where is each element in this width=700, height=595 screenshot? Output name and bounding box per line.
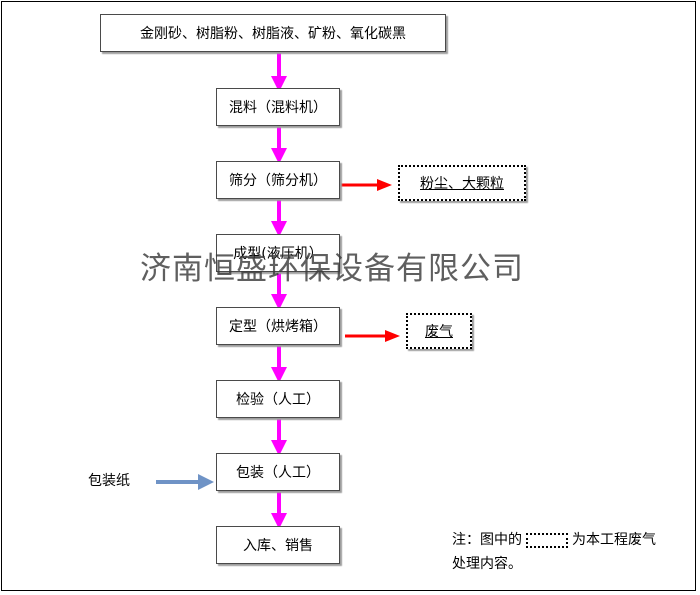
mixing-box: 混料（混料机） bbox=[216, 88, 340, 126]
screening-box: 筛分（筛分机） bbox=[216, 161, 340, 199]
legend-note-suffix: 为本工程废气 bbox=[572, 532, 656, 548]
curing-box: 定型（烘烤箱） bbox=[216, 307, 340, 345]
packaging-paper-label: 包装纸 bbox=[88, 473, 130, 489]
mixing-label: 混料（混料机） bbox=[229, 100, 327, 116]
raw-materials-label: 金刚砂、树脂粉、树脂液、矿粉、氧化碳黑 bbox=[140, 26, 406, 42]
dust-output-box: 粉尘、大颗粒 bbox=[398, 165, 526, 201]
legend-note-prefix: 注：图中的 bbox=[452, 532, 522, 548]
legend-dotted-box-sample bbox=[526, 532, 568, 548]
legend-note-line1: 注：图中的 为本工程废气 bbox=[452, 528, 656, 552]
screening-label: 筛分（筛分机） bbox=[229, 173, 327, 189]
storage-sales-label: 入库、销售 bbox=[243, 538, 313, 554]
curing-label: 定型（烘烤箱） bbox=[229, 319, 327, 335]
packaging-box: 包装（人工） bbox=[216, 453, 340, 491]
inspection-label: 检验（人工） bbox=[236, 392, 320, 408]
raw-materials-box: 金刚砂、树脂粉、树脂液、矿粉、氧化碳黑 bbox=[100, 14, 446, 52]
molding-box: 成型(液压机） bbox=[216, 234, 340, 272]
legend-note-line2: 处理内容。 bbox=[452, 556, 522, 572]
molding-label: 成型(液压机） bbox=[233, 246, 323, 262]
packaging-label: 包装（人工） bbox=[236, 465, 320, 481]
dust-output-label: 粉尘、大颗粒 bbox=[420, 176, 504, 192]
exhaust-output-label: 废气 bbox=[425, 324, 453, 340]
legend-note: 注：图中的 为本工程废气 处理内容。 bbox=[452, 528, 656, 576]
inspection-box: 检验（人工） bbox=[216, 380, 340, 418]
storage-sales-box: 入库、销售 bbox=[216, 526, 340, 564]
exhaust-output-box: 废气 bbox=[406, 313, 472, 349]
